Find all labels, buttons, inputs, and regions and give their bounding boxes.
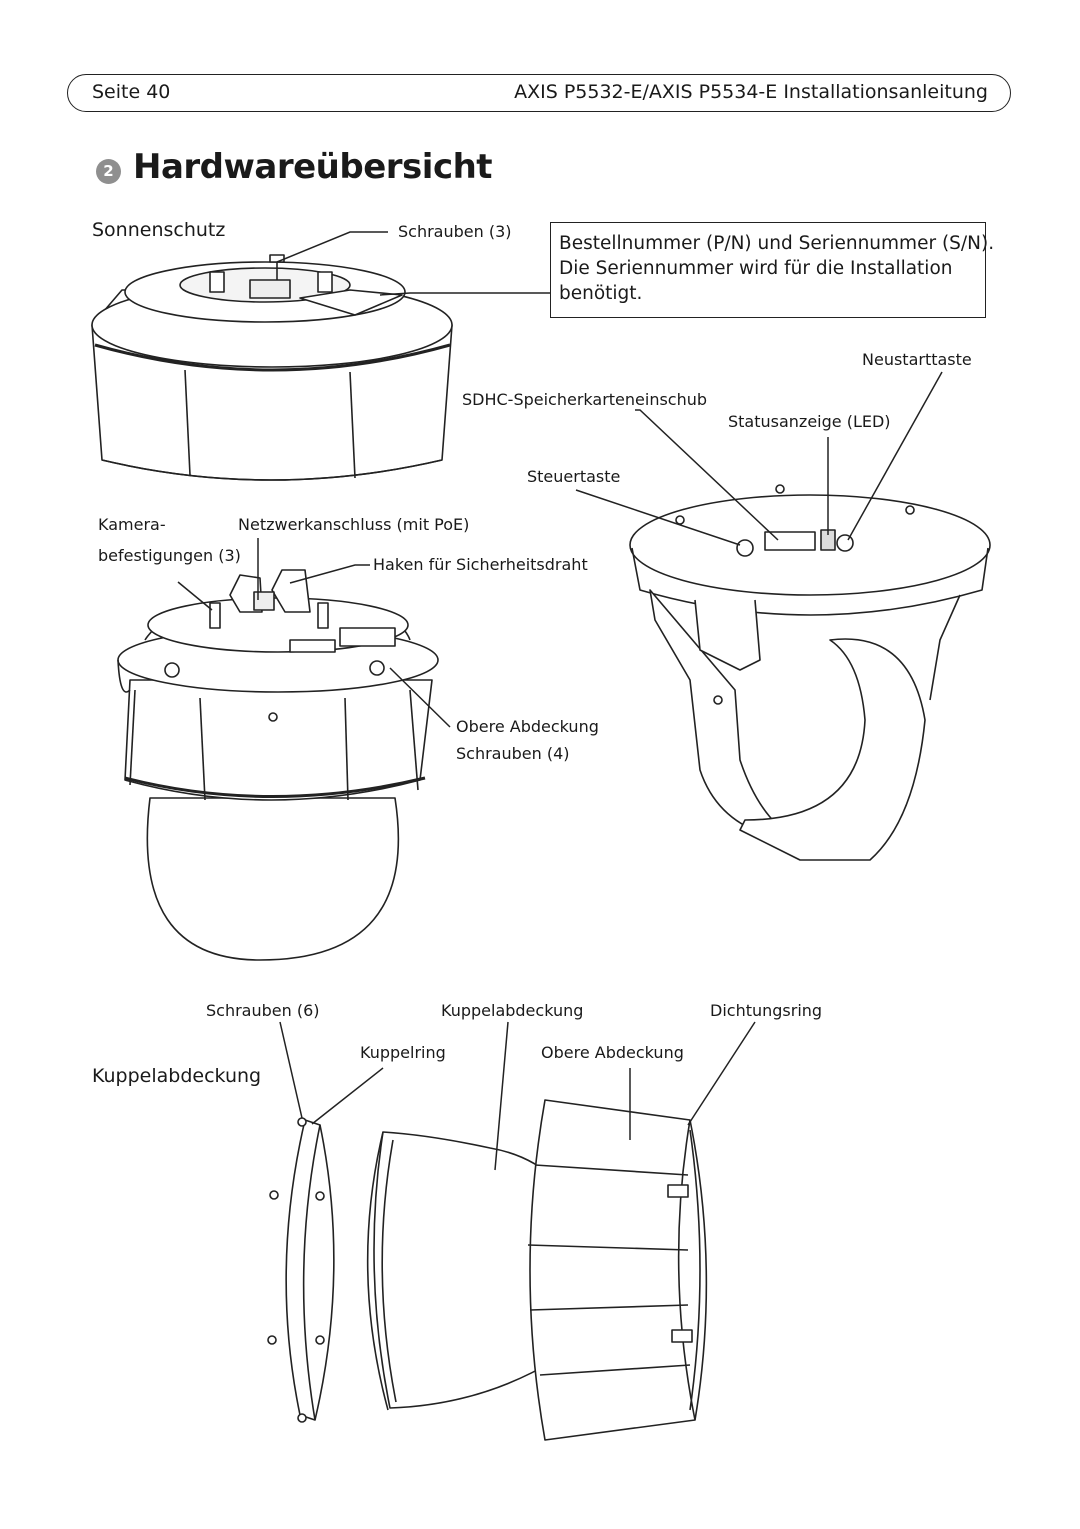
safety-wire-hook-label: Haken für Sicherheitsdraht bbox=[373, 555, 588, 574]
note-line-3: benötigt. bbox=[559, 283, 643, 304]
serial-number-note: Bestellnummer (P/N) und Seriennummer (S/… bbox=[550, 222, 995, 318]
sun-shield-heading: Sonnenschutz bbox=[92, 219, 226, 241]
leader-lines bbox=[177, 231, 943, 1171]
sun-shield-illustration bbox=[91, 254, 453, 481]
camera-mount-label-line1: Kamera- bbox=[98, 515, 166, 534]
dome-cover-heading: Kuppelabdeckung bbox=[92, 1065, 262, 1087]
dome-cover-label: Kuppelabdeckung bbox=[441, 1001, 584, 1020]
camera-mount-label-line2: befestigungen (3) bbox=[98, 546, 241, 565]
page-number: Seite 40 bbox=[92, 81, 171, 103]
restart-button-label: Neustarttaste bbox=[862, 350, 972, 369]
control-button-label: Steuertaste bbox=[527, 467, 621, 486]
section-number-badge: 2 bbox=[96, 159, 121, 184]
document-title: AXIS P5532-E/AXIS P5534-E Installationsa… bbox=[514, 81, 988, 103]
top-cover-screws-label: Schrauben (4) bbox=[456, 744, 570, 763]
dome-top-cover-label: Obere Abdeckung bbox=[541, 1043, 684, 1062]
note-line-1: Bestellnummer (P/N) und Seriennummer (S/… bbox=[559, 233, 995, 254]
dome-screws-label: Schrauben (6) bbox=[206, 1001, 320, 1020]
dome-ring-label: Kuppelring bbox=[360, 1043, 446, 1062]
seal-ring-label: Dichtungsring bbox=[710, 1001, 823, 1020]
header-frame bbox=[67, 74, 1011, 112]
top-cover-label: Obere Abdeckung bbox=[456, 717, 599, 736]
status-led-label: Statusanzeige (LED) bbox=[728, 412, 891, 431]
network-port-label: Netzwerkanschluss (mit PoE) bbox=[238, 515, 470, 534]
note-line-2: Die Seriennummer wird für die Installati… bbox=[559, 258, 953, 279]
sun-shield-screws-label: Schrauben (3) bbox=[398, 222, 512, 241]
camera-bottom-illustration bbox=[629, 484, 991, 861]
section-title: Hardwareübersicht bbox=[133, 147, 493, 187]
dome-exploded-illustration bbox=[267, 1099, 708, 1441]
sdhc-slot-label: SDHC-Speicherkarteneinschub bbox=[462, 390, 708, 409]
camera-illustration bbox=[117, 569, 439, 961]
